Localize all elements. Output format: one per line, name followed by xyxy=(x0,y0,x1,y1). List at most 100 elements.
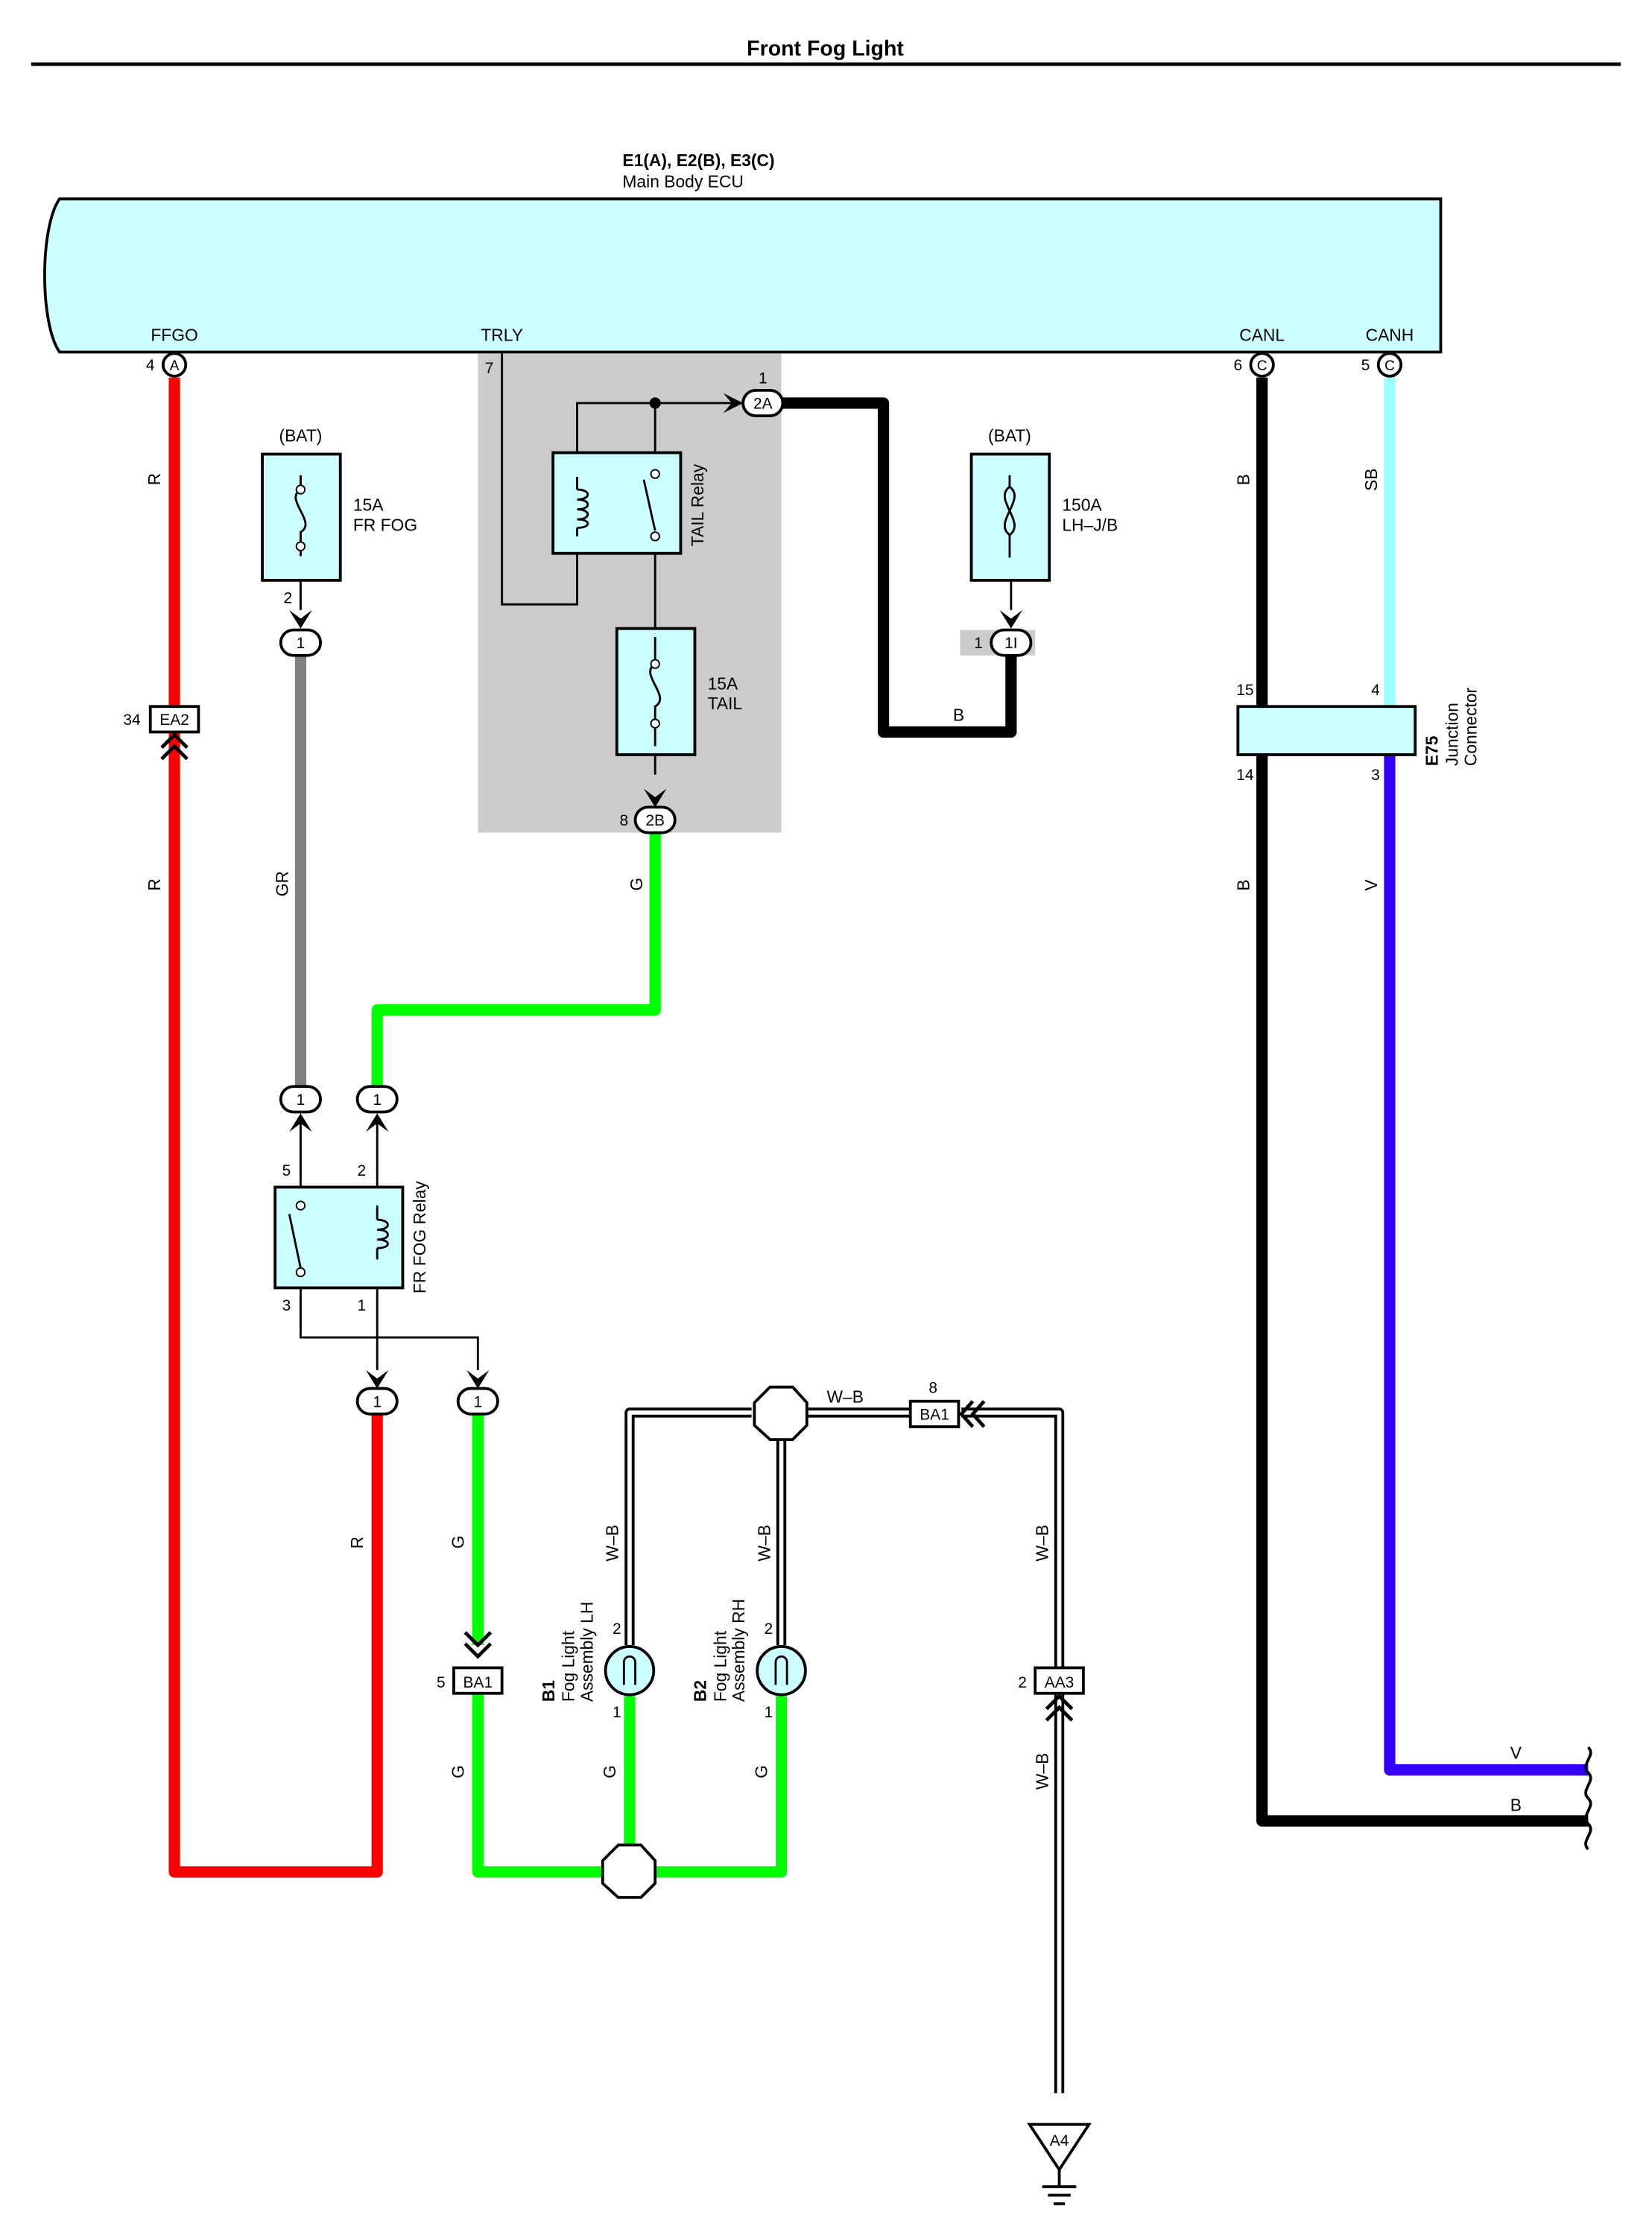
wire-green-upper xyxy=(371,832,661,1087)
ecu-terminal-ffgo-pin: A 4 xyxy=(146,352,188,378)
fr-fog-fuse-pin: 2 xyxy=(283,589,292,606)
arrow-up-icon xyxy=(289,1113,312,1132)
arrow-down-icon xyxy=(643,788,667,808)
wire-canl xyxy=(1256,377,1589,1827)
tail-fuse-rating: 15A xyxy=(708,674,738,693)
svg-text:1: 1 xyxy=(373,1393,382,1410)
fr-fog-relay-connector-right: 1 xyxy=(355,1085,399,1114)
fr-fog-relay-pin-3: 3 xyxy=(282,1297,291,1314)
arrow-down-icon xyxy=(289,609,312,629)
wire-violet xyxy=(1384,754,1589,1776)
jc-pin-3: 3 xyxy=(1371,767,1380,784)
ecu-terminal-canl: CANL xyxy=(1239,325,1285,344)
ecu-name: Main Body ECU xyxy=(622,172,743,191)
tail-fuse-pin: 8 xyxy=(620,812,629,829)
svg-text:4: 4 xyxy=(146,357,155,374)
chevron-down-icon xyxy=(463,1631,493,1659)
fog-lh-id: B1 xyxy=(539,1680,558,1702)
ba1-top-pin: 8 xyxy=(928,1379,937,1396)
jc-id: E75 xyxy=(1422,735,1442,766)
lh-jb-fuse-rating: 150A xyxy=(1062,495,1102,515)
svg-text:EA2: EA2 xyxy=(159,712,189,729)
svg-text:W–B: W–B xyxy=(826,1387,863,1407)
wire-black-2a xyxy=(781,397,1017,738)
fog-rh-id: B2 xyxy=(691,1680,710,1702)
lh-jb-connector: 1I xyxy=(990,628,1033,657)
chevron-up-icon xyxy=(1045,1694,1074,1722)
fr-fog-fuse-source: (BAT) xyxy=(279,425,322,445)
svg-text:V: V xyxy=(1361,879,1381,891)
fr-fog-fuse-connector: 1 xyxy=(279,628,322,657)
svg-text:A: A xyxy=(170,358,180,374)
fr-fog-fuse-name: FR FOG xyxy=(353,515,417,534)
svg-text:AA3: AA3 xyxy=(1045,1674,1075,1691)
lh-jb-fuse xyxy=(969,452,1051,582)
fog-rh-pin-bot: 1 xyxy=(765,1704,773,1721)
ecu-terminal-ffgo: FFGO xyxy=(151,325,197,344)
svg-text:5: 5 xyxy=(1361,357,1370,374)
svg-text:G: G xyxy=(448,1536,467,1549)
arrow-down-icon xyxy=(466,1369,490,1389)
ecu-terminal-canh-pin: C 5 xyxy=(1361,352,1403,378)
tail-fuse xyxy=(615,627,697,756)
svg-text:G: G xyxy=(448,1765,467,1778)
fog-lh-pin-top: 2 xyxy=(613,1621,621,1638)
ea2-connector: EA2 xyxy=(148,705,200,734)
fr-fog-relay-pin-2: 2 xyxy=(357,1162,366,1179)
svg-text:BA1: BA1 xyxy=(463,1674,493,1691)
ecu-terminal-trly: TRLY xyxy=(481,325,523,344)
arrow-up-icon xyxy=(365,1113,389,1132)
fog-light-rh xyxy=(756,1645,807,1696)
jc-name: JunctionConnector xyxy=(1442,687,1480,766)
tail-relay-label: TAIL Relay xyxy=(688,463,707,546)
svg-text:B: B xyxy=(953,705,964,724)
splice-octagon-bottom xyxy=(601,1843,657,1899)
svg-text:2B: 2B xyxy=(645,812,665,829)
svg-text:6: 6 xyxy=(1234,357,1243,374)
jc-pin-4: 4 xyxy=(1371,682,1380,699)
svg-text:A4: A4 xyxy=(1050,2132,1069,2149)
junction-connector xyxy=(1236,705,1417,756)
aa3-pin: 2 xyxy=(1018,1674,1027,1691)
fr-fog-relay-pin-1: 1 xyxy=(357,1297,366,1314)
svg-text:V: V xyxy=(1510,1743,1522,1762)
svg-text:1: 1 xyxy=(297,635,306,652)
arrow-down-icon xyxy=(365,1369,389,1389)
fr-fog-relay-out-connector-red: 1 xyxy=(355,1387,399,1416)
chevron-up-icon xyxy=(160,732,189,761)
wire-wb xyxy=(624,1407,1065,2094)
wire-color-labels: R R R GR G G G G G B B B B SB V V W–B W–… xyxy=(145,469,1522,1815)
wire-break-icon xyxy=(1584,1746,1592,1851)
page-title: Front Fog Light xyxy=(747,37,904,61)
svg-text:1: 1 xyxy=(473,1393,482,1410)
svg-text:W–B: W–B xyxy=(1032,1524,1051,1561)
fr-fog-relay-out-connector-green: 1 xyxy=(456,1387,499,1416)
svg-text:R: R xyxy=(145,878,164,891)
svg-text:G: G xyxy=(627,878,646,891)
fog-lh-line2: Assembly LH xyxy=(577,1602,596,1702)
fog-light-lh xyxy=(604,1645,656,1696)
svg-text:B: B xyxy=(1234,474,1253,485)
svg-text:1: 1 xyxy=(373,1092,382,1109)
arrow-down-icon xyxy=(999,609,1023,629)
tail-relay-pin: 1 xyxy=(759,370,768,387)
svg-text:C: C xyxy=(1384,358,1395,374)
fr-fog-relay-pin-5: 5 xyxy=(282,1162,291,1179)
lh-jb-fuse-source: (BAT) xyxy=(988,425,1031,445)
svg-text:2A: 2A xyxy=(753,396,773,413)
lh-jb-fuse-pin: 1 xyxy=(974,635,983,652)
svg-text:W–B: W–B xyxy=(603,1524,622,1561)
svg-text:SB: SB xyxy=(1361,469,1381,491)
ground-a4: A4 xyxy=(1027,2123,1092,2173)
fr-fog-relay-connector-left: 1 xyxy=(279,1085,322,1114)
lh-jb-fuse-name: LH–J/B xyxy=(1062,515,1118,534)
svg-text:BA1: BA1 xyxy=(920,1406,949,1423)
svg-text:R: R xyxy=(347,1536,367,1549)
ea2-pin: 34 xyxy=(123,712,141,729)
svg-text:W–B: W–B xyxy=(1032,1753,1051,1790)
fog-lh-pin-bot: 1 xyxy=(613,1704,621,1721)
svg-text:GR: GR xyxy=(272,871,291,896)
tail-fuse-name: TAIL xyxy=(708,694,743,713)
fr-fog-fuse-rating: 15A xyxy=(353,495,384,515)
